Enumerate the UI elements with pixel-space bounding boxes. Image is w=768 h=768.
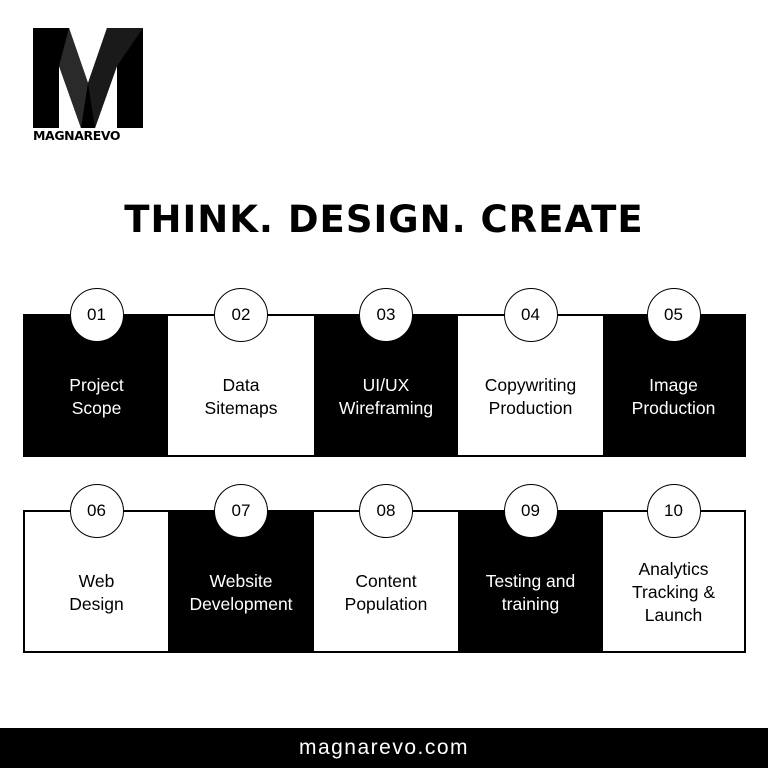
step-card-09: 09 Testing and training bbox=[458, 484, 603, 651]
step-number-badge: 09 bbox=[503, 484, 558, 538]
step-label: Project Scope bbox=[69, 374, 124, 418]
step-card-02: 02 Data Sitemaps bbox=[168, 288, 314, 455]
footer-bar: magnarevo.com bbox=[0, 728, 768, 768]
step-number-badge: 06 bbox=[69, 484, 124, 538]
step-card-08: 08 Content Population bbox=[314, 484, 458, 651]
step-number-badge: 01 bbox=[69, 288, 124, 342]
step-number-badge: 04 bbox=[503, 288, 558, 342]
step-number-badge: 07 bbox=[214, 484, 268, 538]
step-number-badge: 03 bbox=[359, 288, 413, 342]
step-label: Data Sitemaps bbox=[204, 374, 278, 418]
step-number-badge: 02 bbox=[214, 288, 268, 342]
step-label: UI/UX Wireframing bbox=[338, 374, 434, 418]
step-label: Copywriting Production bbox=[484, 374, 577, 418]
m-logo-mark-icon bbox=[33, 28, 143, 128]
steps-row-2: 06 Web Design 07 Website Development 08 … bbox=[23, 484, 746, 653]
steps-row-1: 01 Project Scope 02 Data Sitemaps 03 UI/… bbox=[23, 288, 746, 457]
step-card-03: 03 UI/UX Wireframing bbox=[314, 288, 458, 455]
step-number-badge: 08 bbox=[359, 484, 413, 538]
step-card-06: 06 Web Design bbox=[25, 484, 168, 651]
step-card-05: 05 Image Production bbox=[603, 288, 744, 455]
step-label: Analytics Tracking & Launch bbox=[632, 559, 715, 625]
step-card-01: 01 Project Scope bbox=[25, 288, 168, 455]
step-label: Website Development bbox=[189, 570, 293, 614]
website-link[interactable]: magnarevo.com bbox=[298, 736, 470, 759]
brand-name: MAGNAREVO bbox=[33, 128, 121, 143]
step-card-07: 07 Website Development bbox=[168, 484, 314, 651]
page-headline: THINK. DESIGN. CREATE bbox=[124, 198, 644, 241]
step-label: Testing and training bbox=[485, 570, 576, 614]
step-label: Image Production bbox=[631, 374, 716, 418]
step-label: Web Design bbox=[69, 570, 124, 614]
step-card-10: 10 Analytics Tracking & Launch bbox=[603, 484, 744, 651]
step-label: Content Population bbox=[344, 570, 428, 614]
step-number-badge: 05 bbox=[646, 288, 701, 342]
brand-logo: MAGNAREVO bbox=[33, 28, 143, 148]
step-number-badge: 10 bbox=[646, 484, 701, 538]
step-card-04: 04 Copywriting Production bbox=[458, 288, 603, 455]
